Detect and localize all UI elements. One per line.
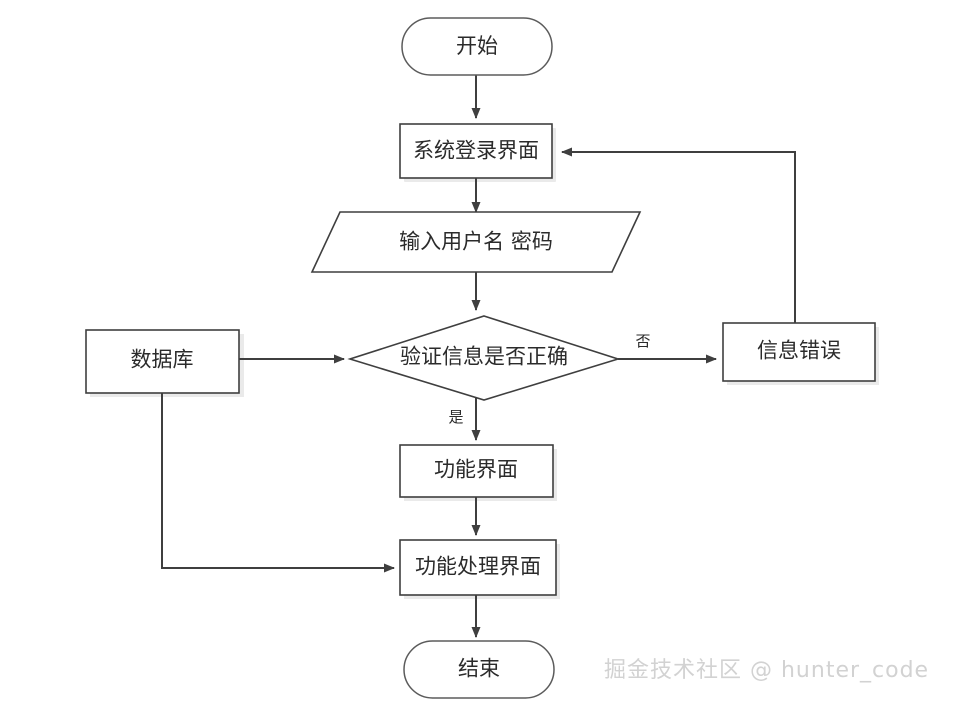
node-function[interactable]: 功能界面 — [399, 444, 554, 498]
node-verify-label: 验证信息是否正确 — [400, 345, 568, 369]
edge-database-to-processing — [161, 393, 395, 573]
edge-layer — [161, 75, 796, 638]
node-login[interactable]: 系统登录界面 — [399, 123, 553, 179]
edge-label-yes: 是 — [448, 408, 463, 426]
node-input[interactable]: 输入用户名 密码 — [310, 211, 642, 273]
node-processing[interactable]: 功能处理界面 — [399, 539, 557, 596]
node-end[interactable]: 结束 — [403, 640, 555, 699]
node-processing-label: 功能处理界面 — [415, 555, 541, 579]
edge-error-to-login — [561, 147, 796, 327]
node-input-label: 输入用户名 密码 — [399, 230, 553, 254]
node-database[interactable]: 数据库 — [85, 329, 240, 394]
node-end-label: 结束 — [458, 657, 500, 681]
watermark: 掘金技术社区 @ hunter_code — [604, 658, 930, 683]
node-start[interactable]: 开始 — [401, 17, 553, 76]
node-verify[interactable]: 验证信息是否正确 — [347, 315, 621, 401]
node-start-label: 开始 — [456, 34, 498, 58]
node-database-label: 数据库 — [131, 348, 194, 372]
edge-label-no: 否 — [635, 332, 650, 350]
node-login-label: 系统登录界面 — [413, 139, 539, 163]
node-error[interactable]: 信息错误 — [722, 322, 876, 382]
node-function-label: 功能界面 — [434, 458, 518, 482]
node-error-label: 信息错误 — [757, 339, 841, 363]
